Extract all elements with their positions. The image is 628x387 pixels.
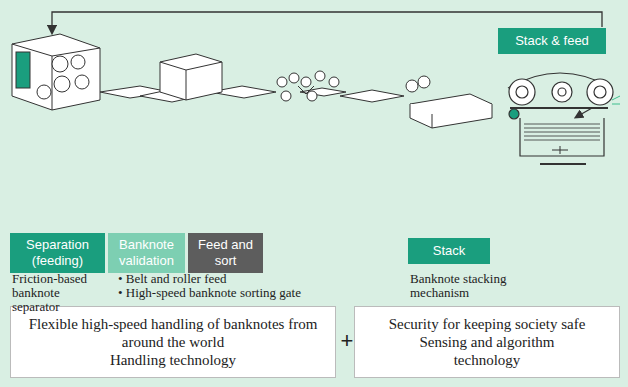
box-text: Flexible high-speed handling of banknote… xyxy=(23,315,323,351)
technology-box: Security for keeping society safeSensing… xyxy=(354,306,620,378)
box-text: Banknote validation xyxy=(112,237,181,269)
description-label: • High-speed banknote sorting gate xyxy=(118,286,338,300)
plus-sign: + xyxy=(337,330,357,352)
box-subtext: Sensing and algorithm technology xyxy=(407,333,567,369)
process-box: Stack xyxy=(408,238,490,264)
process-box: Banknote validation xyxy=(108,233,185,273)
process-box: Feed and sort xyxy=(188,233,263,273)
process-box: Stack & feed xyxy=(498,28,606,54)
box-text: Feed and sort xyxy=(192,237,259,269)
description-label: Banknote stacking mechanism xyxy=(410,272,510,300)
box-text: Security for keeping society safe xyxy=(389,315,586,333)
box-subtext: Handling technology xyxy=(110,351,236,369)
technology-box: Flexible high-speed handling of banknote… xyxy=(10,306,336,378)
box-text: Stack xyxy=(433,243,466,259)
box-text: Stack & feed xyxy=(515,33,589,49)
description-label: • Belt and roller feed xyxy=(118,272,318,286)
process-box: Separation (feeding) xyxy=(10,233,105,273)
description-label: Friction-based banknote separator xyxy=(12,272,108,314)
box-text: Separation (feeding) xyxy=(14,237,101,269)
